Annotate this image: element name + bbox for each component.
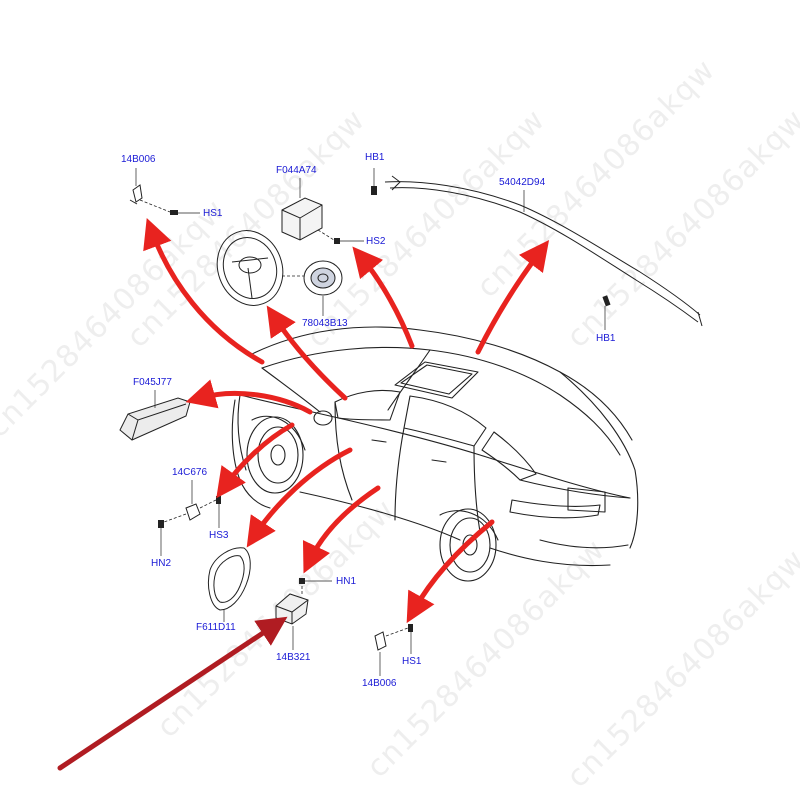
arrow-to-knee-airbag (185, 379, 313, 415)
label-hs3: HS3 (209, 530, 229, 541)
arrow-to-sensor-bottom (406, 519, 495, 624)
leader-line (199, 499, 217, 509)
arrow-to-impact-sensor (216, 422, 295, 499)
red-arrows (143, 217, 550, 624)
label-54042d94: 54042D94 (499, 177, 546, 188)
airbag-module-icon (281, 197, 323, 241)
label-78043b13: 78043B13 (302, 318, 348, 329)
label-f611d11: F611D11 (196, 622, 236, 633)
sensor-icon (185, 503, 201, 521)
label-hs2: HS2 (366, 236, 386, 247)
label-14c676: 14C676 (172, 467, 208, 478)
pointer-arrow (57, 616, 288, 771)
bolt-icon (216, 496, 221, 504)
arrow-to-curtain-airbag (475, 240, 550, 355)
label-hb1-top: HB1 (365, 152, 385, 163)
leader-line (317, 229, 335, 241)
label-hn2: HN2 (151, 558, 172, 569)
airbag-module-icon (119, 397, 191, 441)
arrow-to-passenger-airbag (352, 246, 415, 349)
label-hs1-bottom: HS1 (402, 656, 422, 667)
bolt-icon (408, 624, 413, 632)
sensor-icon (129, 184, 143, 205)
bolt-icon (299, 578, 305, 584)
sensor-icon (374, 631, 387, 651)
label-14b006-bottom: 14B006 (362, 678, 397, 689)
airbag-module-icon (275, 593, 309, 625)
car-body (231, 326, 639, 582)
label-hb1-right: HB1 (596, 333, 616, 344)
airbag-module-icon (207, 547, 251, 611)
leader-line (385, 627, 409, 637)
arrow-to-driver-airbag (266, 305, 348, 401)
arrow-to-rcm-module (302, 485, 381, 574)
leader-line (163, 513, 187, 523)
bolt-icon (602, 295, 611, 307)
label-hn1: HN1 (336, 576, 357, 587)
arrow-to-sensor-top (143, 217, 265, 365)
label-f045j77: F045J77 (133, 377, 172, 388)
arrow-to-seat-airbag (246, 447, 353, 548)
steering-wheel-icon (216, 230, 284, 306)
bolt-icon (158, 520, 164, 528)
airbag-module-icon (303, 260, 343, 296)
label-f044a74: F044A74 (276, 165, 317, 176)
label-14b321: 14B321 (276, 652, 311, 663)
bolt-icon (371, 186, 377, 195)
bolt-icon (334, 238, 340, 244)
label-hs1-top: HS1 (203, 208, 223, 219)
leader-line (139, 199, 171, 213)
label-14b006-top: 14B006 (121, 154, 156, 165)
bolt-icon (170, 210, 178, 215)
curtain-airbag-icon (384, 175, 703, 327)
